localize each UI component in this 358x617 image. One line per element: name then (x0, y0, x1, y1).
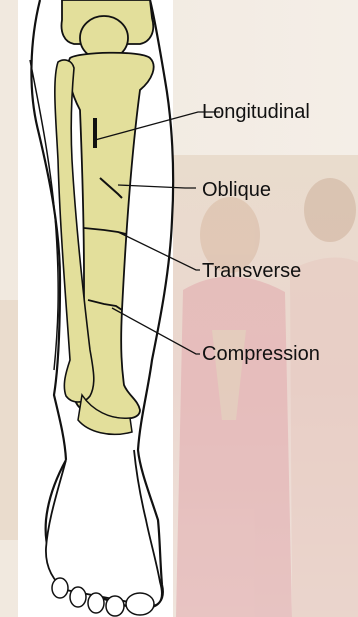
label-compression: Compression (202, 343, 320, 365)
label-oblique: Oblique (202, 179, 271, 201)
background-edge-photo (0, 300, 18, 540)
label-longitudinal: Longitudinal (202, 101, 310, 123)
label-transverse: Transverse (202, 260, 301, 282)
